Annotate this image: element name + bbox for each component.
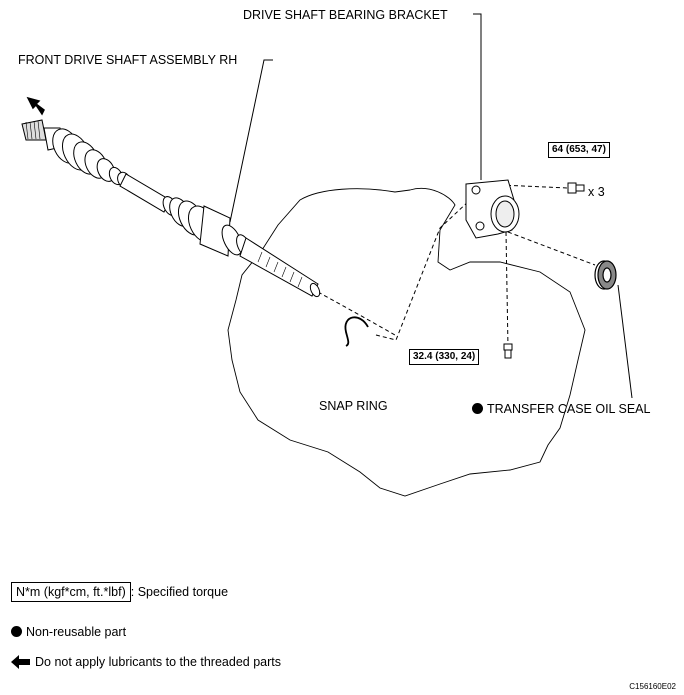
leader-lines [229,13,633,399]
front-drive-shaft-assembly-label: FRONT DRIVE SHAFT ASSEMBLY RH [18,53,238,67]
figure-code: C156160E02 [629,682,676,691]
no-lubricant-arrow-icon [26,96,45,116]
bracket-bolt [567,182,585,194]
dashed-lines [317,184,596,349]
transfer-case-oil-seal-label: TRANSFER CASE OIL SEAL [472,402,650,416]
drive-shaft-bearing-bracket-label: DRIVE SHAFT BEARING BRACKET [243,8,448,22]
legend-torque-box: N*m (kgf*cm, ft.*lbf) [11,582,131,602]
front-drive-shaft-assembly [21,119,321,298]
legend-non-reusable-text: Non-reusable part [26,625,127,639]
snap-ring-label: SNAP RING [319,399,388,413]
small-bolt [503,343,513,359]
bracket-bolt-qty: x 3 [588,185,605,199]
transfer-case-oil-seal [594,260,617,290]
transfer-case-oil-seal-text: TRANSFER CASE OIL SEAL [487,402,651,416]
snap-ring [344,316,369,347]
torque-small-bolt: 32.4 (330, 24) [409,349,480,365]
drive-shaft-bearing-bracket [465,179,520,239]
legend-no-lubricant-text: Do not apply lubricants to the threaded … [35,655,281,669]
transfer-case-outline [227,188,586,497]
legend-non-reusable: Non-reusable part [11,624,126,640]
legend-torque: N*m (kgf*cm, ft.*lbf): Specified torque [11,582,228,602]
torque-bracket-bolt: 64 (653, 47) [548,142,610,158]
legend-torque-desc: : Specified torque [130,585,229,599]
legend-arrow-icon [11,655,30,669]
legend-dot-icon [11,626,22,637]
legend-no-lubricant: Do not apply lubricants to the threaded … [11,654,281,670]
non-reusable-dot-icon [472,403,483,414]
